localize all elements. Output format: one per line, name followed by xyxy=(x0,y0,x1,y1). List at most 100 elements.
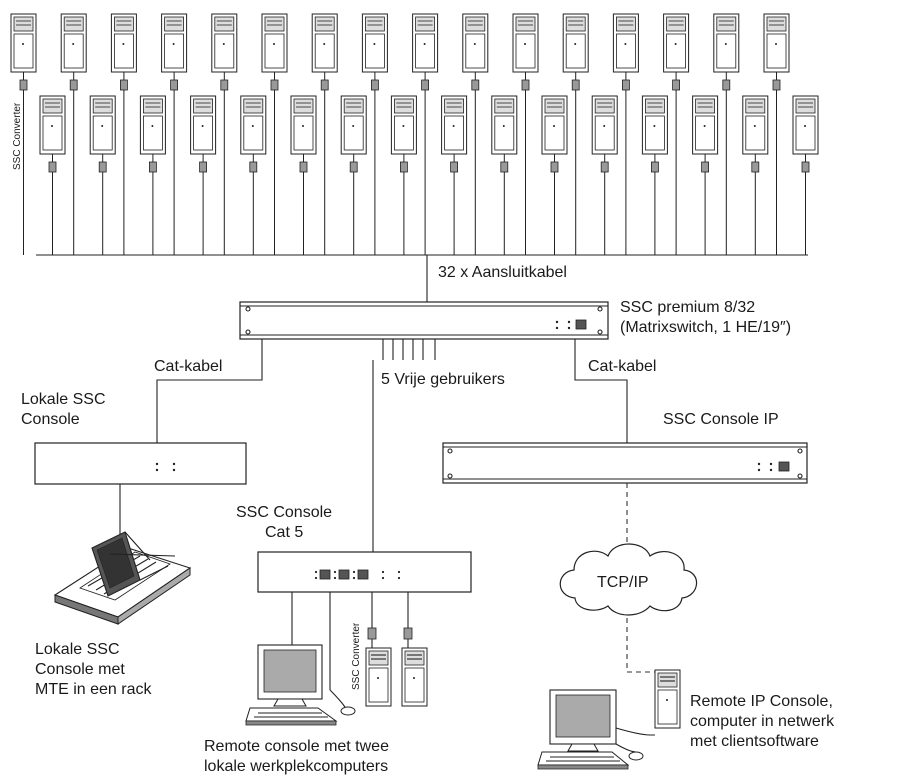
ip-console-label-3: met clientsoftware xyxy=(690,733,819,750)
server-bottom-3 xyxy=(139,95,166,173)
remote-console-label-1: Remote console met twee xyxy=(204,738,389,755)
cat-cable-left-label: Cat-kabel xyxy=(154,358,223,375)
converter-bottom-7 xyxy=(349,161,358,173)
converter-top-12 xyxy=(571,79,580,91)
cat5-console-label-2: Cat 5 xyxy=(265,524,304,541)
local-console-label-2: Console xyxy=(21,411,80,428)
server-bottom-15 xyxy=(742,95,769,173)
cat-cable-right xyxy=(574,339,628,443)
cat5-console-label-1: SSC Console xyxy=(236,504,333,521)
server-top-2 xyxy=(60,13,87,91)
local-console-label-1: Lokale SSC xyxy=(21,391,106,408)
remote-ip-workstation xyxy=(537,669,681,770)
server-bottom-2 xyxy=(89,95,116,173)
server-top-7 xyxy=(311,13,338,91)
matrix-switch-device xyxy=(239,301,609,340)
converter-bottom-9 xyxy=(450,161,459,173)
server-bottom-9 xyxy=(441,95,468,173)
server-bottom-11 xyxy=(541,95,568,173)
converter-top-14 xyxy=(672,79,680,91)
converter-top-10 xyxy=(471,79,480,91)
ip-console-label-1: Remote IP Console, xyxy=(690,693,833,710)
cat-cable-right-label: Cat-kabel xyxy=(588,358,657,375)
server-bottom-14 xyxy=(692,95,719,173)
server-bottom-5 xyxy=(240,95,267,173)
ip-console-label-2: computer in netwerk xyxy=(690,713,835,730)
local-workstation-pcs xyxy=(365,647,428,707)
converter-bottom-13 xyxy=(651,161,659,173)
cables-label: 32 x Aansluitkabel xyxy=(438,264,567,281)
rack-console-label-1: Lokale SSC xyxy=(35,641,120,658)
server-top-9 xyxy=(412,13,439,91)
matrix-switch-name: SSC premium 8/32 xyxy=(620,299,756,316)
converter-top-16 xyxy=(772,79,781,91)
server-top-5 xyxy=(211,13,238,91)
tcpip-label: TCP/IP xyxy=(597,574,649,591)
tcpip-cloud xyxy=(559,543,698,616)
converter-bottom-6 xyxy=(299,161,308,173)
converter-top-4 xyxy=(170,79,179,91)
server-bottom-13 xyxy=(641,95,668,173)
server-rows xyxy=(10,13,819,255)
converter-top-8 xyxy=(370,79,379,91)
server-bottom-8 xyxy=(390,95,417,173)
converter-top-11 xyxy=(521,79,530,91)
rack-console-label-3: MTE in een rack xyxy=(35,681,152,698)
converter-bottom-2 xyxy=(98,161,107,173)
converter-bottom-16 xyxy=(801,161,810,173)
server-bottom-16 xyxy=(792,95,819,173)
server-bottom-4 xyxy=(190,95,217,173)
converter-bottom-12 xyxy=(600,161,609,173)
server-top-15 xyxy=(713,13,740,91)
converter-top-3 xyxy=(120,79,128,91)
cable-bus xyxy=(36,254,808,302)
rack-console-label-2: Console met xyxy=(35,661,125,678)
converter-label-top: SSC Converter xyxy=(12,102,23,170)
cat-cable-left xyxy=(156,339,263,443)
server-top-13 xyxy=(612,13,639,91)
converter-top-5 xyxy=(220,79,229,91)
converter-bottom-5 xyxy=(249,161,258,173)
converter-bottom-4 xyxy=(199,161,208,173)
server-top-3 xyxy=(110,13,137,91)
server-top-12 xyxy=(562,13,589,91)
server-top-10 xyxy=(462,13,489,91)
converter-bottom-3 xyxy=(148,161,157,173)
server-top-14 xyxy=(663,13,690,91)
server-bottom-7 xyxy=(340,95,367,173)
converter-top-9 xyxy=(421,79,430,91)
free-users-label: 5 Vrije gebruikers xyxy=(381,371,505,388)
local-console-device xyxy=(34,442,247,545)
converter-top-6 xyxy=(270,79,279,91)
server-bottom-12 xyxy=(591,95,618,173)
server-bottom-6 xyxy=(290,95,317,173)
server-bottom-1 xyxy=(39,95,66,173)
converter-label-bottom: SSC Converter xyxy=(351,622,362,690)
converter-bottom-14 xyxy=(701,161,709,173)
network-link-bottom xyxy=(626,618,655,673)
remote-console-workstation xyxy=(245,644,356,726)
server-top-11 xyxy=(512,13,539,91)
server-bottom-10 xyxy=(491,95,518,173)
server-top-16 xyxy=(763,13,790,91)
converter-bottom-8 xyxy=(399,161,408,173)
converter-bottom-10 xyxy=(500,161,509,173)
server-top-4 xyxy=(161,13,188,91)
remote-console-label-2: lokale werkplekcomputers xyxy=(204,758,389,775)
console-ip-label: SSC Console IP xyxy=(663,411,779,428)
server-top-8 xyxy=(361,13,388,91)
matrix-switch-spec: (Matrixswitch, 1 HE/19″) xyxy=(620,319,792,336)
server-top-6 xyxy=(261,13,288,91)
converter-top-2 xyxy=(69,79,78,91)
converter-top-15 xyxy=(722,79,731,91)
converter-bottom-1 xyxy=(48,161,57,173)
converter-top-7 xyxy=(320,79,329,91)
cat5-console-device xyxy=(257,551,472,690)
server-top-1 xyxy=(10,13,37,91)
converter-bottom-15 xyxy=(751,161,760,173)
console-ip-device xyxy=(442,442,808,484)
converter-top-13 xyxy=(622,79,630,91)
free-user-ports xyxy=(382,339,436,360)
